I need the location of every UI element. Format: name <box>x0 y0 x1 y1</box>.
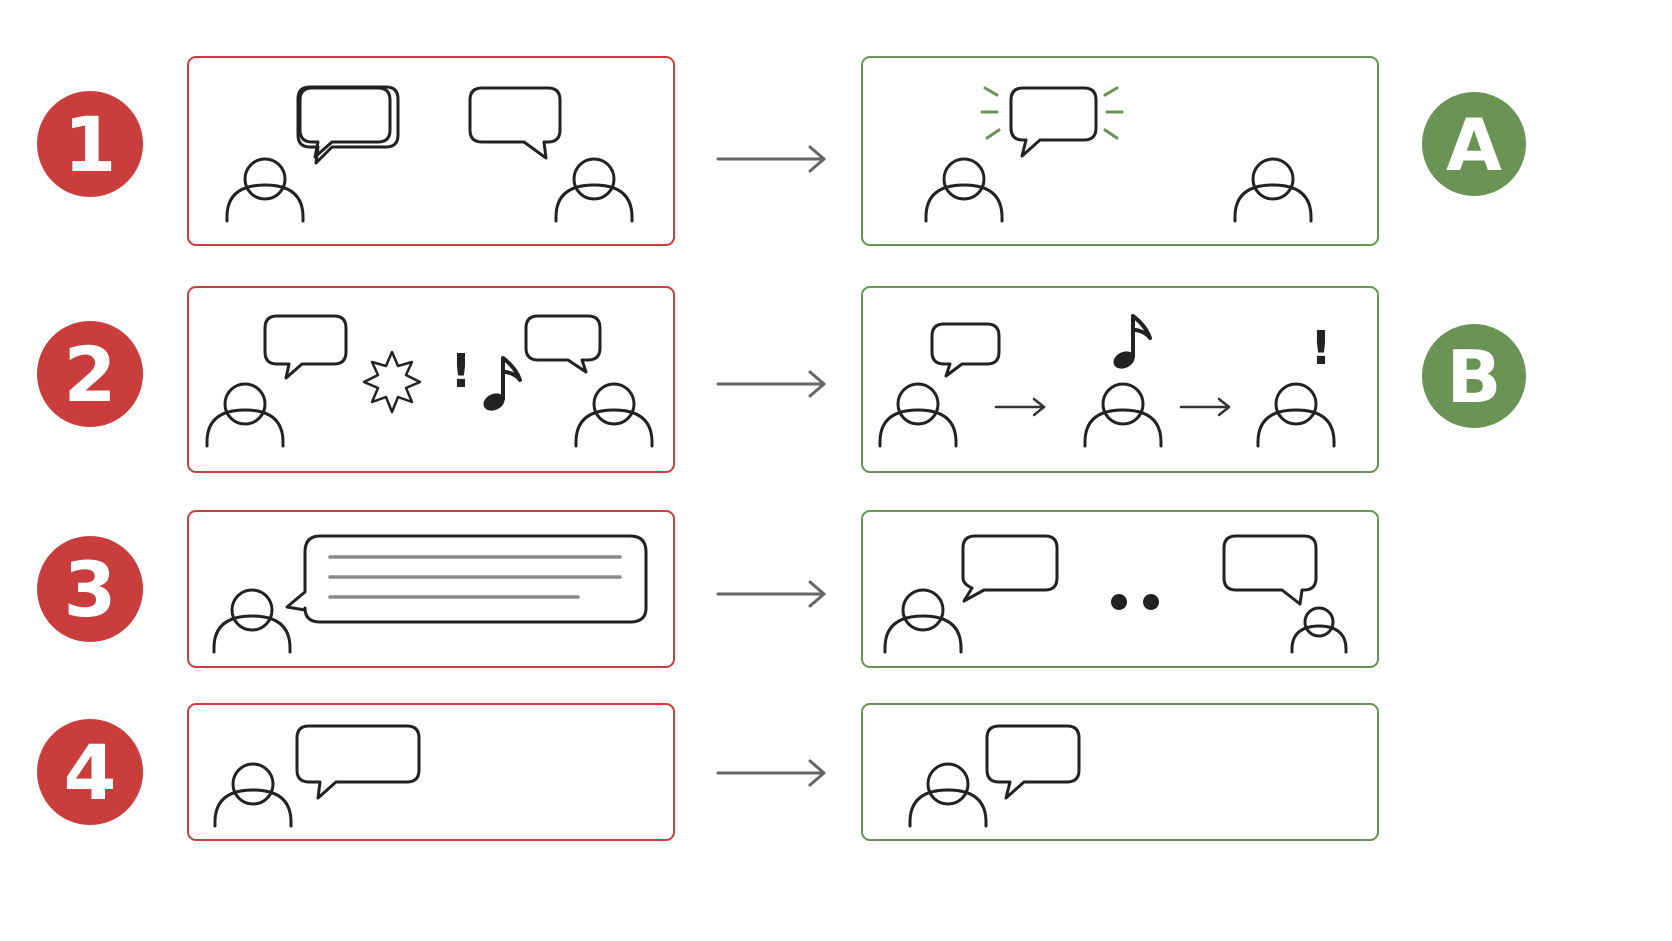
flow-arrow-icon <box>716 145 826 173</box>
speech-bubble-icon <box>1009 86 1098 158</box>
flow-arrow-icon <box>716 370 826 398</box>
speech-bubble-icon <box>298 86 392 159</box>
row-1: 1 A <box>37 56 1526 246</box>
flow-arrow-icon <box>716 759 826 787</box>
text-lines-icon <box>328 555 622 599</box>
person-icon <box>883 588 963 654</box>
exclamation-mark: ! <box>1311 321 1332 375</box>
person-icon <box>908 762 988 828</box>
good-panel-2 <box>861 286 1379 473</box>
speech-bubble-icon <box>961 534 1059 603</box>
flow-arrow-icon <box>716 580 826 608</box>
step-badge-3-circle <box>37 536 143 642</box>
person-icon <box>924 157 1004 223</box>
arrow-right-icon <box>1179 397 1231 417</box>
row-2: 2 ! ! B <box>37 286 1526 473</box>
good-panel-4 <box>861 703 1379 841</box>
person-icon <box>1083 382 1163 448</box>
speech-bubble-icon <box>930 322 1001 378</box>
good-panel-1 <box>861 56 1379 246</box>
outcome-badge-a-circle <box>1422 92 1526 196</box>
step-badge-2-label: 2 <box>64 330 117 419</box>
exclamation-mark: ! <box>451 344 472 398</box>
music-note-icon <box>478 356 522 416</box>
outcome-badge-b-circle <box>1422 324 1526 428</box>
step-badge-4-circle <box>37 719 143 825</box>
outcome-badge-b: B <box>1422 324 1526 428</box>
speech-bubble-icon <box>985 724 1081 800</box>
outcome-badge-a: A <box>1422 92 1526 196</box>
step-badge-4-label: 4 <box>64 728 117 817</box>
speech-bubble-icon <box>468 86 562 160</box>
person-icon <box>878 382 958 448</box>
step-badge-3-label: 3 <box>64 545 117 634</box>
step-badge-1: 1 <box>37 91 143 197</box>
row-3: 3 <box>37 510 1379 668</box>
speech-bubble-icon <box>524 314 602 374</box>
step-badge-4: 4 <box>37 719 143 825</box>
person-icon <box>212 588 292 654</box>
person-icon <box>1256 382 1336 448</box>
speech-bubble-icon <box>296 85 400 165</box>
long-speech-bubble-icon <box>285 534 648 624</box>
row-4: 4 <box>37 703 1379 841</box>
step-badge-1-label: 1 <box>64 100 117 189</box>
step-badge-2-circle <box>37 321 143 427</box>
pause-dots-icon <box>1111 594 1159 610</box>
person-icon <box>205 382 285 448</box>
music-note-icon <box>1108 314 1152 374</box>
arrow-right-icon <box>994 397 1046 417</box>
person-icon <box>1290 606 1348 654</box>
speech-bubble-icon <box>1222 534 1318 606</box>
speech-bubble-icon <box>295 724 421 800</box>
bad-panel-2 <box>187 286 675 473</box>
step-badge-3: 3 <box>37 536 143 642</box>
good-panel-3 <box>861 510 1379 668</box>
outcome-badge-b-label: B <box>1447 335 1502 419</box>
person-icon <box>213 762 293 828</box>
step-badge-1-circle <box>37 91 143 197</box>
burst-icon <box>362 350 422 414</box>
bad-panel-3 <box>187 510 675 668</box>
bad-panel-1 <box>187 56 675 246</box>
speech-bubble-icon <box>263 314 348 380</box>
person-icon <box>1233 157 1313 223</box>
person-icon <box>554 157 634 223</box>
sparkle-icon <box>980 86 1124 140</box>
person-icon <box>574 382 654 448</box>
step-badge-2: 2 <box>37 321 143 427</box>
outcome-badge-a-label: A <box>1446 103 1502 187</box>
bad-panel-4 <box>187 703 675 841</box>
person-icon <box>225 157 305 223</box>
